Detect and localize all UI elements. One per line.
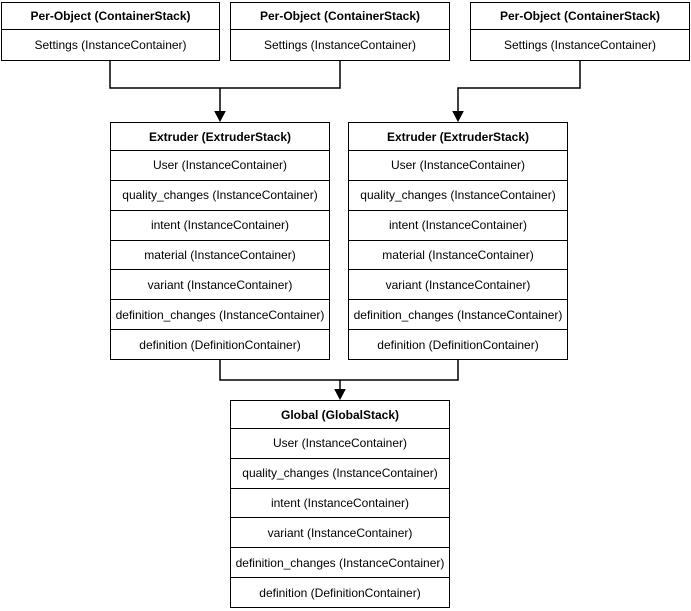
container-row: variant (InstanceContainer) xyxy=(349,270,567,301)
container-row: definition_changes (InstanceContainer) xyxy=(111,300,329,331)
container-row: quality_changes (InstanceContainer) xyxy=(349,181,567,211)
container-row: material (InstanceContainer) xyxy=(349,241,567,271)
container-row: Settings (InstanceContainer) xyxy=(263,38,417,52)
arrowhead-extruder-left xyxy=(214,111,226,123)
box-extruder-right-title: Extruder (ExtruderStack) xyxy=(349,123,567,151)
box-per-object-2: Per-Object (ContainerStack) Settings (In… xyxy=(230,2,450,61)
box-per-object-2-rows: Settings (InstanceContainer) xyxy=(231,30,449,60)
container-row: quality_changes (InstanceContainer) xyxy=(111,181,329,211)
box-per-object-3-title: Per-Object (ContainerStack) xyxy=(471,3,689,30)
box-per-object-2-title: Per-Object (ContainerStack) xyxy=(231,3,449,30)
container-row: definition_changes (InstanceContainer) xyxy=(349,300,567,331)
box-global: Global (GlobalStack) User (InstanceConta… xyxy=(230,400,450,608)
container-row: Settings (InstanceContainer) xyxy=(34,38,187,52)
box-global-rows: User (InstanceContainer)quality_changes … xyxy=(231,429,449,607)
box-global-title: Global (GlobalStack) xyxy=(231,401,449,429)
container-row: definition (DefinitionContainer) xyxy=(259,585,421,600)
box-per-object-3: Per-Object (ContainerStack) Settings (In… xyxy=(470,2,690,61)
box-extruder-right: Extruder (ExtruderStack) User (InstanceC… xyxy=(348,122,568,360)
arrowhead-global xyxy=(334,389,346,401)
box-extruder-right-rows: User (InstanceContainer)quality_changes … xyxy=(349,151,567,359)
box-extruder-left-rows: User (InstanceContainer)quality_changes … xyxy=(111,151,329,359)
container-row: variant (InstanceContainer) xyxy=(231,518,449,549)
box-per-object-1: Per-Object (ContainerStack) Settings (In… xyxy=(1,2,220,61)
box-per-object-1-rows: Settings (InstanceContainer) xyxy=(2,30,219,60)
container-row: definition_changes (InstanceContainer) xyxy=(231,548,449,579)
container-row: intent (InstanceContainer) xyxy=(349,211,567,241)
box-per-object-3-rows: Settings (InstanceContainer) xyxy=(471,30,689,60)
container-row: User (InstanceContainer) xyxy=(349,151,567,181)
container-row: variant (InstanceContainer) xyxy=(111,270,329,301)
box-extruder-left-title: Extruder (ExtruderStack) xyxy=(111,123,329,151)
container-row: material (InstanceContainer) xyxy=(111,241,329,271)
container-row: User (InstanceContainer) xyxy=(231,429,449,459)
connector-extruders-rail xyxy=(219,359,459,381)
connector-perobject12-rail xyxy=(109,60,341,89)
container-row: definition (DefinitionContainer) xyxy=(139,337,301,352)
box-per-object-1-title: Per-Object (ContainerStack) xyxy=(2,3,219,30)
container-row: intent (InstanceContainer) xyxy=(231,489,449,519)
container-row: intent (InstanceContainer) xyxy=(111,211,329,241)
connector-perobject3-to-extruder-right xyxy=(457,60,581,112)
container-row: definition (DefinitionContainer) xyxy=(377,337,539,352)
container-row: quality_changes (InstanceContainer) xyxy=(231,459,449,489)
container-row: Settings (InstanceContainer) xyxy=(503,38,657,52)
box-extruder-left: Extruder (ExtruderStack) User (InstanceC… xyxy=(110,122,330,360)
container-row: User (InstanceContainer) xyxy=(111,151,329,181)
arrowhead-extruder-right xyxy=(452,111,464,123)
